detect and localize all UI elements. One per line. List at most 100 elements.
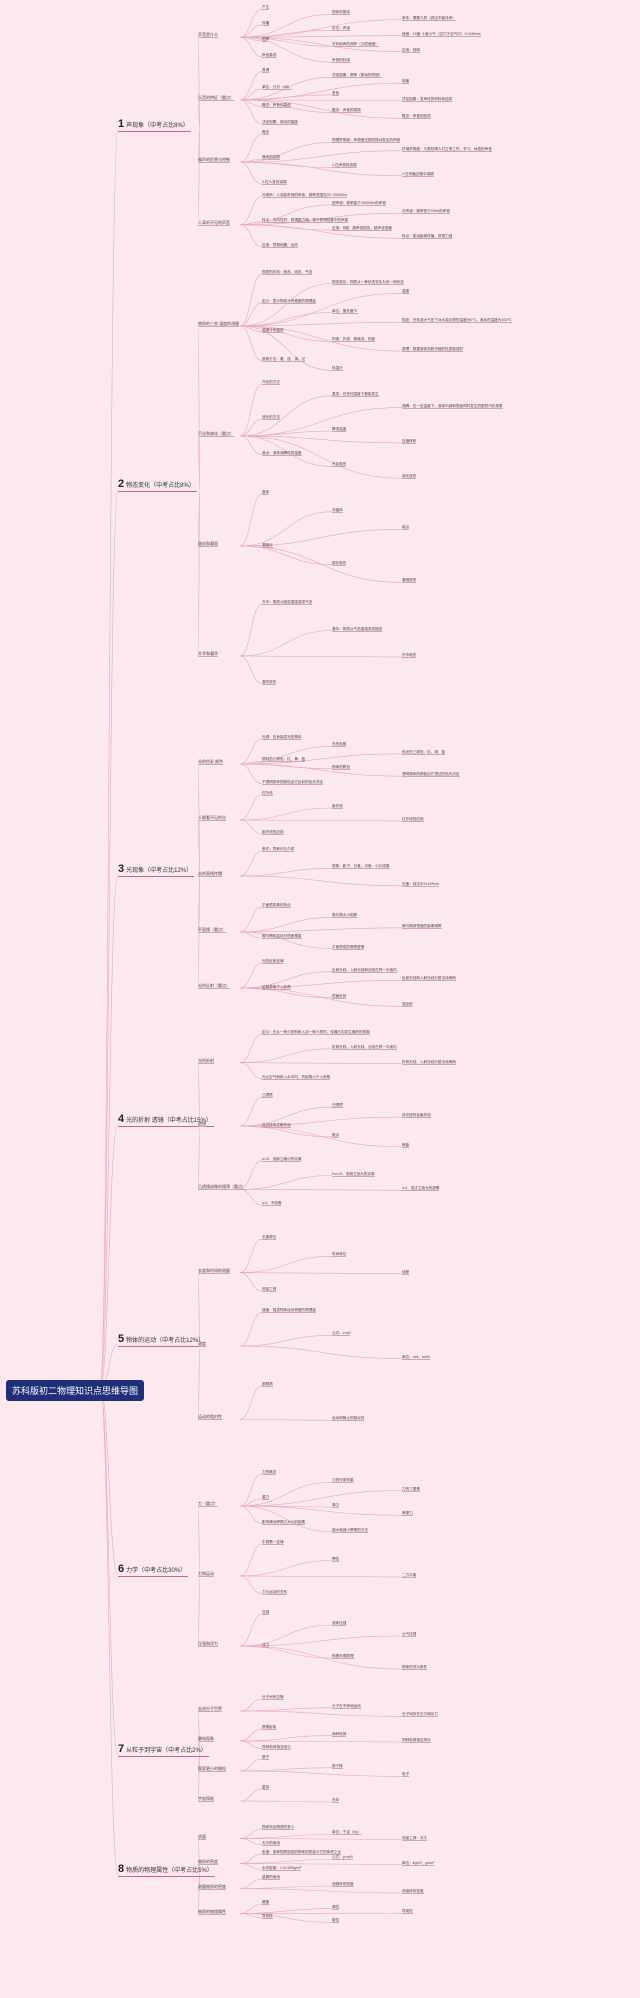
leaf-node[interactable]: 环境学角度：凡是妨碍人们正常工作、学习、休息的声音 bbox=[402, 146, 492, 152]
leaf-node[interactable]: 密度：某种物质组成的物体的质量与它的体积之比 bbox=[262, 1850, 342, 1855]
leaf-node[interactable]: 力的作用效果 bbox=[332, 1478, 354, 1484]
leaf-node[interactable]: 概念：声音的高低 bbox=[262, 102, 291, 108]
leaf-node[interactable]: 音调 bbox=[262, 67, 270, 73]
leaf-node[interactable]: 公式：ρ=m/V bbox=[332, 1855, 354, 1861]
leaf-node[interactable]: 降低温度 bbox=[332, 427, 347, 433]
leaf-node[interactable]: 测量工具：天平 bbox=[402, 1835, 428, 1841]
leaf-node[interactable]: 对光线有会聚作用 bbox=[402, 1113, 431, 1119]
leaf-node[interactable]: 红外线 bbox=[262, 791, 273, 796]
leaf-node[interactable]: 单位：千克（kg） bbox=[332, 1830, 361, 1836]
leaf-node[interactable]: 大气压强 bbox=[402, 1632, 417, 1637]
leaf-node[interactable]: 力与运动的关系 bbox=[262, 1589, 288, 1595]
leaf-node[interactable]: 可闻声：人耳能听到的声音，频率范围在20~20000Hz bbox=[262, 192, 348, 198]
leaf-node[interactable]: 异种电荷相互吸引 bbox=[262, 1744, 291, 1750]
leaf-node[interactable]: 重力 bbox=[262, 1494, 270, 1500]
leaf-node[interactable]: 折射光线、入射光线分居法线两侧 bbox=[402, 1059, 456, 1065]
leaf-node[interactable]: 次声波：频率低于20Hz的声音 bbox=[402, 209, 450, 215]
leaf-node[interactable]: 像与物的连线与镜面垂直 bbox=[262, 934, 302, 940]
topic-node[interactable]: 运动的相对性 bbox=[198, 1414, 222, 1421]
leaf-node[interactable]: 惯性 bbox=[332, 1556, 340, 1562]
leaf-node[interactable]: 1.在声源处减弱 bbox=[332, 163, 357, 169]
leaf-node[interactable]: 摩擦起电 bbox=[262, 1725, 277, 1730]
leaf-node[interactable]: 运动和静止的相对性 bbox=[332, 1416, 365, 1422]
leaf-node[interactable]: 构造：外壳、玻璃泡、刻度 bbox=[332, 337, 376, 343]
leaf-node[interactable]: 体温计 bbox=[332, 366, 343, 372]
leaf-node[interactable]: 色光的三原色：红、绿、蓝 bbox=[402, 749, 446, 755]
leaf-node[interactable]: 概念 bbox=[262, 130, 270, 135]
leaf-node[interactable]: 透明物体的颜色由它透过的色光决定 bbox=[402, 772, 460, 778]
topic-node[interactable]: 人眼看不见的光 bbox=[198, 815, 226, 821]
leaf-node[interactable]: 使用方法：看、放、读、记 bbox=[262, 356, 306, 362]
topic-node[interactable]: 乐音的特征（重点） bbox=[198, 94, 234, 101]
leaf-node[interactable]: 升华：物质从固态直接变成气态 bbox=[262, 600, 313, 605]
leaf-node[interactable]: 单位：m/s、km/h bbox=[402, 1354, 430, 1360]
leaf-node[interactable]: 平面镜成的像是虚像 bbox=[332, 944, 365, 950]
leaf-node[interactable]: 温度 bbox=[402, 289, 410, 295]
leaf-node[interactable]: 焦点 bbox=[332, 1132, 340, 1138]
leaf-node[interactable]: 影响滑动摩擦力大小的因素 bbox=[262, 1519, 306, 1525]
leaf-node[interactable]: 回声 bbox=[262, 36, 270, 42]
topic-node[interactable]: 物质的三态 温度的测量 bbox=[198, 321, 240, 327]
leaf-node[interactable]: 原子核 bbox=[332, 1763, 343, 1769]
leaf-node[interactable]: 长度单位 bbox=[262, 1235, 277, 1240]
leaf-node[interactable]: 决定因素：发声体的材料和结构 bbox=[402, 96, 453, 102]
leaf-node[interactable]: 紫外线 bbox=[332, 804, 343, 809]
leaf-node[interactable]: 凝固点 bbox=[262, 543, 273, 548]
leaf-node[interactable]: 摩擦力 bbox=[402, 1511, 413, 1517]
leaf-node[interactable]: 液化的方法 bbox=[262, 415, 280, 421]
leaf-node[interactable]: 液体压强 bbox=[332, 1621, 347, 1626]
leaf-node[interactable]: 光源：自身能发光的物体 bbox=[262, 735, 302, 740]
leaf-node[interactable]: 形式：声波 bbox=[332, 26, 350, 32]
leaf-node[interactable]: 汽化的方式 bbox=[262, 380, 280, 385]
leaf-node[interactable]: 单位：分贝（dB） bbox=[262, 85, 292, 91]
leaf-node[interactable]: 误差 bbox=[402, 1269, 410, 1275]
leaf-node[interactable]: 凝华：物质从气态直接变成固态 bbox=[332, 626, 383, 632]
topic-node[interactable]: 探索更小的微粒 bbox=[198, 1766, 226, 1772]
leaf-node[interactable]: 原理：根据液体热胀冷缩的性质制成的 bbox=[402, 347, 464, 353]
leaf-node[interactable]: 概念：声音的强弱 bbox=[332, 108, 361, 114]
leaf-node[interactable]: 增大和减小摩擦的方法 bbox=[332, 1527, 368, 1533]
leaf-node[interactable]: 可利用声的测声（分层速度） bbox=[332, 42, 379, 48]
leaf-node[interactable]: 镜面反射 bbox=[332, 993, 347, 999]
leaf-node[interactable]: 平面镜成像的特点 bbox=[262, 903, 291, 908]
leaf-node[interactable]: 沸腾：在一定温度下，液体内部和表面同时发生的剧烈汽化现象 bbox=[402, 403, 503, 409]
leaf-node[interactable]: 晶体 bbox=[262, 490, 270, 495]
leaf-node[interactable]: 液化放热 bbox=[402, 474, 417, 480]
leaf-node[interactable]: 特点：能远距离传播，穿透力强 bbox=[402, 234, 453, 240]
leaf-node[interactable]: 测固体的密度 bbox=[332, 1882, 354, 1887]
leaf-node[interactable]: 定义：光从一种介质斜射入另一种介质时，传播方向发生偏折的现象 bbox=[262, 1030, 370, 1035]
leaf-node[interactable]: 现象：影子、日食、月食、小孔成像 bbox=[332, 864, 390, 870]
leaf-node[interactable]: 像与物到镜面的距离相等 bbox=[402, 923, 442, 929]
leaf-node[interactable]: 决定因素：振动的幅度 bbox=[262, 120, 298, 126]
leaf-node[interactable]: 量筒的使用 bbox=[262, 1875, 280, 1880]
topic-node[interactable]: 力（重点） bbox=[198, 1501, 218, 1507]
leaf-node[interactable]: 3.在人耳处减弱 bbox=[262, 180, 287, 186]
leaf-node[interactable]: 产生 bbox=[262, 5, 270, 10]
leaf-node[interactable]: 凝华放热 bbox=[262, 679, 277, 685]
leaf-node[interactable]: 红外线的应用 bbox=[402, 817, 424, 822]
leaf-node[interactable]: u<f，成正立放大的虚像 bbox=[402, 1186, 440, 1192]
leaf-node[interactable]: 反射角等于入射角 bbox=[262, 985, 291, 990]
leaf-node[interactable]: 物理学角度：声源做无规则振动发出的声音 bbox=[332, 138, 401, 144]
topic-node[interactable]: 人耳听不见的声音 bbox=[198, 219, 230, 226]
leaf-node[interactable]: 沸点：液体沸腾时的温度 bbox=[262, 450, 302, 456]
leaf-node[interactable]: 噪声的控制 bbox=[262, 155, 280, 161]
leaf-node[interactable]: 蒸发：在任何温度下都能发生 bbox=[332, 391, 379, 397]
leaf-node[interactable]: 温度计的使用 bbox=[262, 327, 284, 333]
leaf-node[interactable]: 单位：摄氏度℃ bbox=[332, 308, 358, 314]
topic-node[interactable]: 宇宙探秘 bbox=[198, 1796, 214, 1802]
topic-node[interactable]: 平面镜（重点） bbox=[198, 927, 226, 933]
leaf-node[interactable]: 规定：在标准大气压下冰水混合物的温度为0℃，沸水的温度为100℃ bbox=[402, 318, 512, 324]
leaf-node[interactable]: 物质的状态：固态、液态、气态 bbox=[262, 270, 313, 275]
leaf-node[interactable]: 反射光线和入射光线分居法线两侧 bbox=[402, 976, 456, 982]
leaf-node[interactable]: 分子间有空隙 bbox=[262, 1695, 284, 1700]
leaf-node[interactable]: 光从空气斜射入水中时，折射角小于入射角 bbox=[262, 1074, 331, 1080]
topic-node[interactable]: 升华和凝华 bbox=[198, 651, 218, 657]
leaf-node[interactable]: 对光线有发散作用 bbox=[262, 1123, 291, 1128]
leaf-node[interactable]: 分子间存在引力和斥力 bbox=[402, 1712, 438, 1718]
leaf-node[interactable]: 应用：B超、超声波探伤、超声波测速 bbox=[332, 225, 392, 231]
leaf-node[interactable]: 物体的浮沉条件 bbox=[402, 1665, 428, 1670]
